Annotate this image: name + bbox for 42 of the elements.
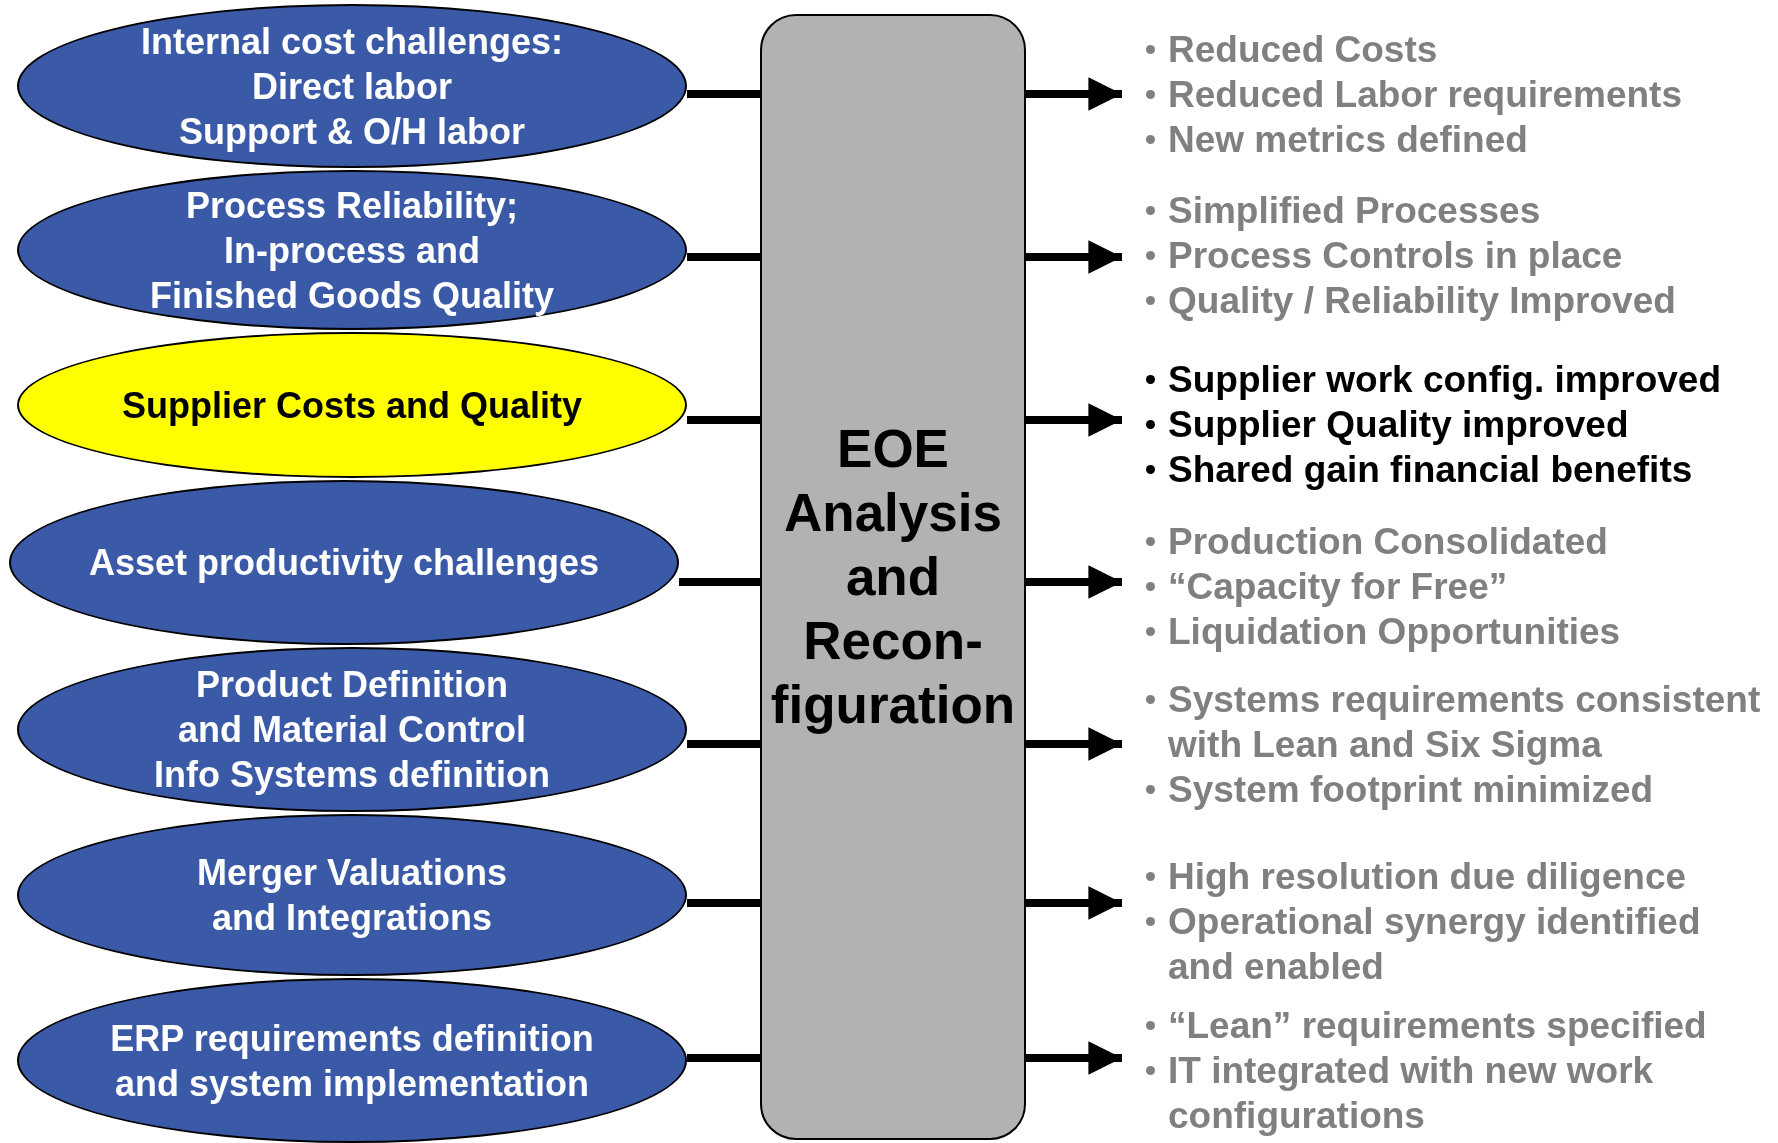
bullet-item: Shared gain financial benefits [1144, 447, 1772, 492]
ellipse-label: ERP requirements definition [110, 1016, 594, 1061]
ellipse-label: Internal cost challenges: [140, 19, 564, 64]
ellipse-label: Direct labor [251, 64, 453, 109]
connector-line [687, 416, 760, 424]
ellipse-label: Process Reliability; [185, 183, 519, 228]
ellipse-label: and Integrations [212, 896, 492, 940]
bullet-item: Systems requirements consistent with Lean and Six Sigma [1144, 677, 1768, 767]
ellipse-label: Support & O/H labor [179, 109, 525, 154]
ellipse-label: Product Definition [196, 663, 508, 707]
bullet-item: Supplier Quality improved [1144, 402, 1772, 447]
connector-line [687, 90, 760, 98]
bullet-item: System footprint minimized [1144, 767, 1768, 812]
connector-line [687, 253, 760, 261]
process-box [760, 14, 1026, 1140]
ellipse-label: Asset productivity challenges [88, 541, 600, 585]
bullet-item: “Capacity for Free” [1144, 564, 1772, 609]
ellipse-label: In-process and [223, 228, 481, 273]
bullet-item: Production Consolidated [1144, 519, 1772, 564]
bullet-item: High resolution due diligence [1144, 854, 1728, 899]
ellipse-label: Merger Valuations [196, 851, 508, 895]
connector-line [687, 740, 760, 748]
bullet-item: Liquidation Opportunities [1144, 609, 1772, 654]
bullet-item: IT integrated with new work configurations [1144, 1048, 1772, 1138]
bullet-item: Reduced Costs [1144, 27, 1772, 72]
box-label: EOE Analysis and Recon- figuration [769, 418, 1017, 736]
bullet-item: Operational synergy identified and enabled [1144, 899, 1728, 989]
bullet-item: Simplified Processes [1144, 188, 1772, 233]
ellipse-label: and system implementation [114, 1061, 590, 1106]
ellipse-label: Supplier Costs and Quality [121, 383, 583, 428]
bullet-item: Quality / Reliability Improved [1144, 278, 1772, 323]
bullet-item: Reduced Labor requirements [1144, 72, 1772, 117]
ellipse-label: and Material Control [178, 708, 526, 752]
ellipse-label: Info Systems definition [153, 753, 550, 797]
bullet-item: “Lean” requirements specified [1144, 1003, 1772, 1048]
bullet-item: New metrics defined [1144, 117, 1772, 162]
bullet-item: Supplier work config. improved [1144, 357, 1772, 402]
connector-line [679, 578, 760, 586]
connector-line [687, 1054, 760, 1062]
ellipse-label: Finished Goods Quality [149, 273, 554, 318]
connector-line [687, 899, 760, 907]
bullet-item: Process Controls in place [1144, 233, 1772, 278]
